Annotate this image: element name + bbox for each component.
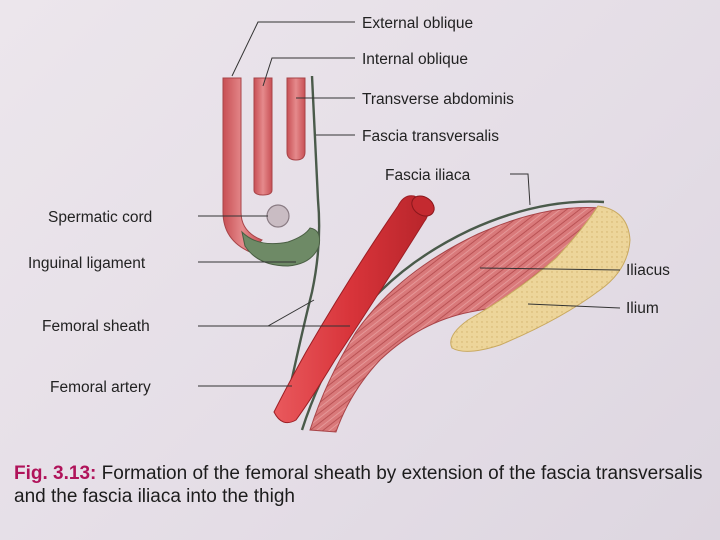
femoral-artery-lumen bbox=[411, 195, 435, 217]
figure-caption: Fig. 3.13: Formation of the femoral shea… bbox=[14, 462, 714, 508]
label-femoral-sheath: Femoral sheath bbox=[42, 318, 150, 335]
labels: External oblique Internal oblique Transv… bbox=[28, 15, 670, 396]
label-transverse-abdominis: Transverse abdominis bbox=[362, 91, 514, 108]
leader-fascia-iliaca bbox=[510, 173, 531, 206]
label-fascia-iliaca: Fascia iliaca bbox=[385, 167, 471, 184]
transverse-abdominis-layer bbox=[286, 77, 306, 161]
label-external-oblique: External oblique bbox=[362, 15, 473, 32]
inguinal-ligament-shape bbox=[241, 227, 321, 267]
leader-iliacus bbox=[479, 267, 621, 271]
label-spermatic-cord: Spermatic cord bbox=[48, 209, 152, 226]
label-ilium: Ilium bbox=[626, 300, 659, 317]
label-inguinal-ligament: Inguinal ligament bbox=[28, 255, 146, 272]
leader-lines bbox=[198, 21, 621, 387]
label-iliacus: Iliacus bbox=[626, 262, 670, 279]
caption-number: Fig. 3.13: bbox=[14, 463, 97, 484]
ilium-bone-shape bbox=[450, 205, 631, 352]
femoral-sheath-diagram: External oblique Internal oblique Transv… bbox=[28, 15, 670, 433]
label-femoral-artery: Femoral artery bbox=[50, 379, 151, 396]
caption-text: Formation of the femoral sheath by exten… bbox=[14, 463, 703, 507]
internal-oblique-layer bbox=[253, 77, 273, 196]
leader-internal-oblique bbox=[262, 57, 355, 87]
spermatic-cord-shape bbox=[266, 204, 290, 228]
label-fascia-transversalis: Fascia transversalis bbox=[362, 128, 499, 145]
femoral-artery-shape bbox=[273, 195, 429, 424]
leader-ilium bbox=[527, 303, 621, 309]
leader-external-oblique bbox=[231, 21, 355, 77]
iliac-region bbox=[300, 200, 631, 433]
label-internal-oblique: Internal oblique bbox=[362, 51, 468, 68]
leader-femoral-sheath-a bbox=[198, 299, 315, 327]
femoral-artery bbox=[273, 195, 435, 424]
external-oblique-layer bbox=[222, 77, 263, 253]
